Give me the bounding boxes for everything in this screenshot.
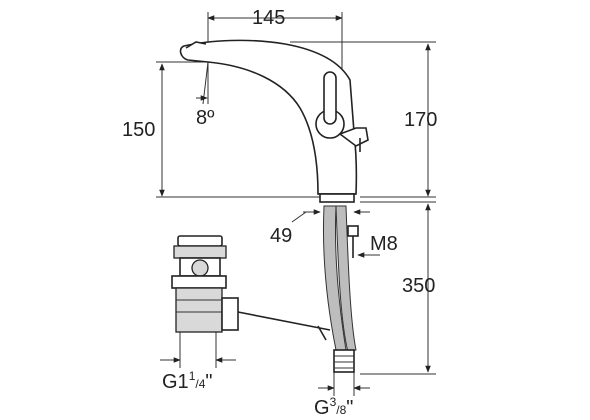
popup-drain — [171, 235, 239, 333]
label-width-145: 145 — [252, 7, 285, 29]
threaded-stud — [347, 225, 359, 258]
label-height-150: 150 — [122, 119, 155, 141]
label-length-350: 350 — [402, 275, 435, 297]
label-dist-49: 49 — [270, 225, 292, 247]
flexible-hoses — [323, 205, 357, 373]
label-drain-thread: G11/4" — [162, 369, 213, 393]
faucet-body — [179, 39, 358, 203]
lever-handle-icon — [315, 71, 369, 152]
label-angle: 8º — [196, 107, 215, 129]
label-height-170: 170 — [404, 109, 437, 131]
drain-linkage-rod — [237, 311, 331, 341]
label-thread-m8: M8 — [370, 233, 398, 255]
label-hose-thread: G3/8" — [314, 395, 353, 419]
dimension-lines — [156, 12, 436, 396]
